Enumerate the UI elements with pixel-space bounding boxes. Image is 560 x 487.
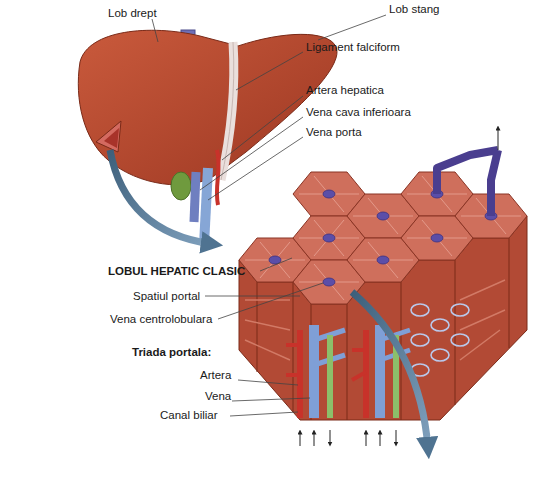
hepatic-vein: [437, 150, 498, 216]
lobule-tops: [239, 172, 527, 304]
leader-line: [238, 380, 298, 385]
radial-line: [299, 176, 359, 212]
central-vein: [377, 212, 389, 220]
sinusoid-loop: [431, 349, 449, 361]
sinusoid-loop: [411, 304, 429, 316]
radial-line: [353, 198, 413, 234]
part-label: Vena porta: [306, 126, 362, 139]
flow-arrows: [300, 430, 396, 446]
central-vein: [323, 278, 335, 286]
part-label: Artera hepatica: [306, 84, 384, 97]
leader-line: [218, 283, 323, 319]
liver-cutout: [96, 121, 121, 152]
part-label: Lob drept: [108, 7, 157, 20]
radial-line: [245, 242, 305, 278]
section-heading: LOBUL HEPATIC CLASIC: [108, 265, 245, 278]
leader-line: [208, 137, 303, 200]
leader-line: [232, 398, 310, 401]
sinusoid-loop: [411, 334, 429, 346]
triad-bile-duct: [327, 335, 333, 418]
sinusoid-loop: [451, 304, 469, 316]
leader-line: [152, 19, 158, 42]
flow-arrow: [352, 292, 428, 448]
central-vein: [323, 234, 335, 242]
central-vein: [377, 256, 389, 264]
central-vein: [323, 190, 335, 198]
flow-in-arrow: [300, 432, 301, 446]
part-label: Spatiul portal: [133, 290, 200, 303]
flow-out-arrow: [330, 430, 331, 444]
radial-line: [299, 220, 359, 256]
section-heading: Triada portala:: [132, 346, 211, 359]
part-label: Artera: [200, 369, 231, 382]
radial-lines: [245, 176, 521, 300]
leader-line: [230, 412, 298, 416]
flow-in-arrow: [314, 432, 315, 446]
sinusoids: [411, 304, 469, 376]
gallbladder: [171, 172, 191, 200]
leader-line: [236, 52, 303, 90]
leader-line: [318, 15, 386, 40]
part-label: Ligament falciform: [306, 41, 400, 54]
portal-vein: [204, 168, 208, 245]
sinusoid-loop: [451, 334, 469, 346]
flow-in-arrow: [380, 432, 381, 446]
block-side: [239, 216, 527, 420]
portal-triad: [352, 325, 410, 418]
central-vein: [431, 234, 443, 242]
part-label: Canal biliar: [160, 409, 218, 422]
flow-in-arrow: [366, 432, 367, 446]
part-label: Vena cava inferioara: [306, 106, 411, 119]
liver-shape: [78, 30, 337, 185]
outflow-arrow: [498, 128, 499, 150]
part-label: Vena centrolobulara: [110, 313, 212, 326]
liver-cutout-inner: [104, 128, 119, 148]
part-label: Lob stang: [389, 3, 440, 16]
lobule-block: [239, 128, 527, 446]
triad-artery-branch: [352, 350, 366, 380]
leader-line: [260, 258, 292, 271]
part-label: Vena: [205, 390, 231, 403]
portal-triad: [286, 325, 345, 418]
triad-artery-branch: [286, 345, 300, 375]
vena-cava-bottom: [194, 172, 196, 222]
liver: [78, 30, 337, 245]
zoom-arrow: [110, 150, 212, 244]
leader-line: [222, 96, 303, 160]
radial-line: [407, 220, 467, 256]
radial-line: [353, 242, 413, 278]
leader-line: [200, 117, 303, 190]
sinusoid-loop: [431, 319, 449, 331]
central-veins: [269, 190, 497, 286]
flow-out-arrow: [396, 430, 397, 444]
